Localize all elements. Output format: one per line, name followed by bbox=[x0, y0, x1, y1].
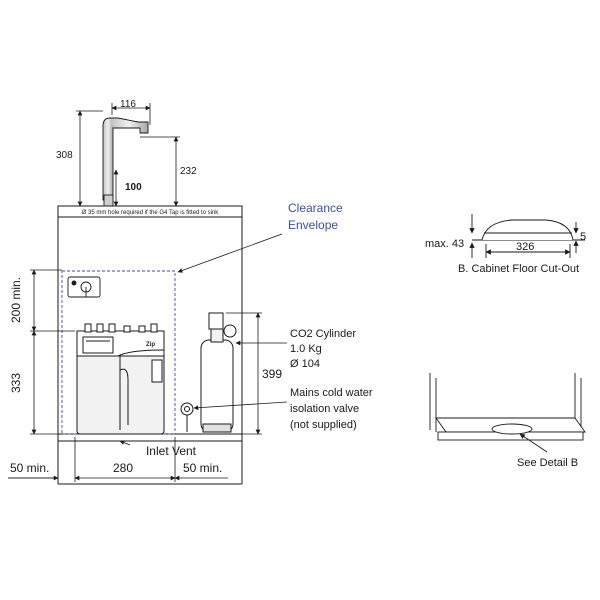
see-detail-label: See Detail B bbox=[517, 457, 578, 469]
isolation-valve bbox=[180, 402, 194, 432]
unit-brand: Zip bbox=[146, 342, 155, 348]
co2-cylinder bbox=[200, 312, 237, 433]
hole-note: Ø 35 mm hole required if the G4 Tap is f… bbox=[82, 210, 220, 216]
cabinet-floor-view bbox=[429, 373, 586, 453]
co2-label-2: 1.0 Kg bbox=[290, 343, 322, 355]
bench-top bbox=[57, 205, 243, 218]
cylinder-height-label: 399 bbox=[262, 367, 282, 381]
tap-width-label: 116 bbox=[120, 99, 136, 110]
clearance-label-2: Envelope bbox=[288, 218, 338, 232]
left-gap-label: 50 min. bbox=[10, 461, 49, 475]
valve-pointer bbox=[193, 401, 288, 411]
cutout-height-label: 5 bbox=[580, 231, 586, 243]
co2-label-1: CO2 Cylinder bbox=[290, 328, 356, 340]
max-depth-label: max. 43 bbox=[425, 238, 464, 250]
tap-height-label: 308 bbox=[56, 150, 73, 161]
valve-label-3: (not supplied) bbox=[290, 419, 357, 431]
valve-label-2: isolation valve bbox=[290, 403, 359, 415]
unit-height-label: 333 bbox=[9, 373, 23, 393]
main-cabinet-view: 116 308 232 100 Ø 35 mm hole required if… bbox=[8, 99, 373, 485]
filter-head bbox=[67, 276, 101, 298]
co2-label-3: Ø 104 bbox=[290, 358, 320, 370]
unit-width-label: 280 bbox=[113, 461, 133, 475]
top-clearance-label: 200 min. bbox=[9, 277, 23, 323]
clearance-pointer bbox=[177, 233, 283, 273]
clearance-label-1: Clearance bbox=[288, 201, 343, 215]
chiller-unit bbox=[76, 323, 165, 435]
inlet-vent-pointer bbox=[119, 440, 131, 446]
neck-height-label: 100 bbox=[125, 182, 142, 193]
cabinet-outline bbox=[57, 217, 243, 485]
cutout-width-label: 326 bbox=[516, 241, 534, 253]
right-gap-label: 50 min. bbox=[183, 461, 222, 475]
tap-dimension-lines bbox=[76, 103, 180, 207]
valve-label-1: Mains cold water bbox=[290, 387, 373, 399]
inlet-vent-label: Inlet Vent bbox=[146, 444, 197, 458]
detail-b: max. 43 326 5 B. Cabinet Floor Cut-Out bbox=[425, 214, 586, 275]
detail-b-caption: B. Cabinet Floor Cut-Out bbox=[458, 263, 579, 275]
spout-height-label: 232 bbox=[180, 166, 197, 177]
